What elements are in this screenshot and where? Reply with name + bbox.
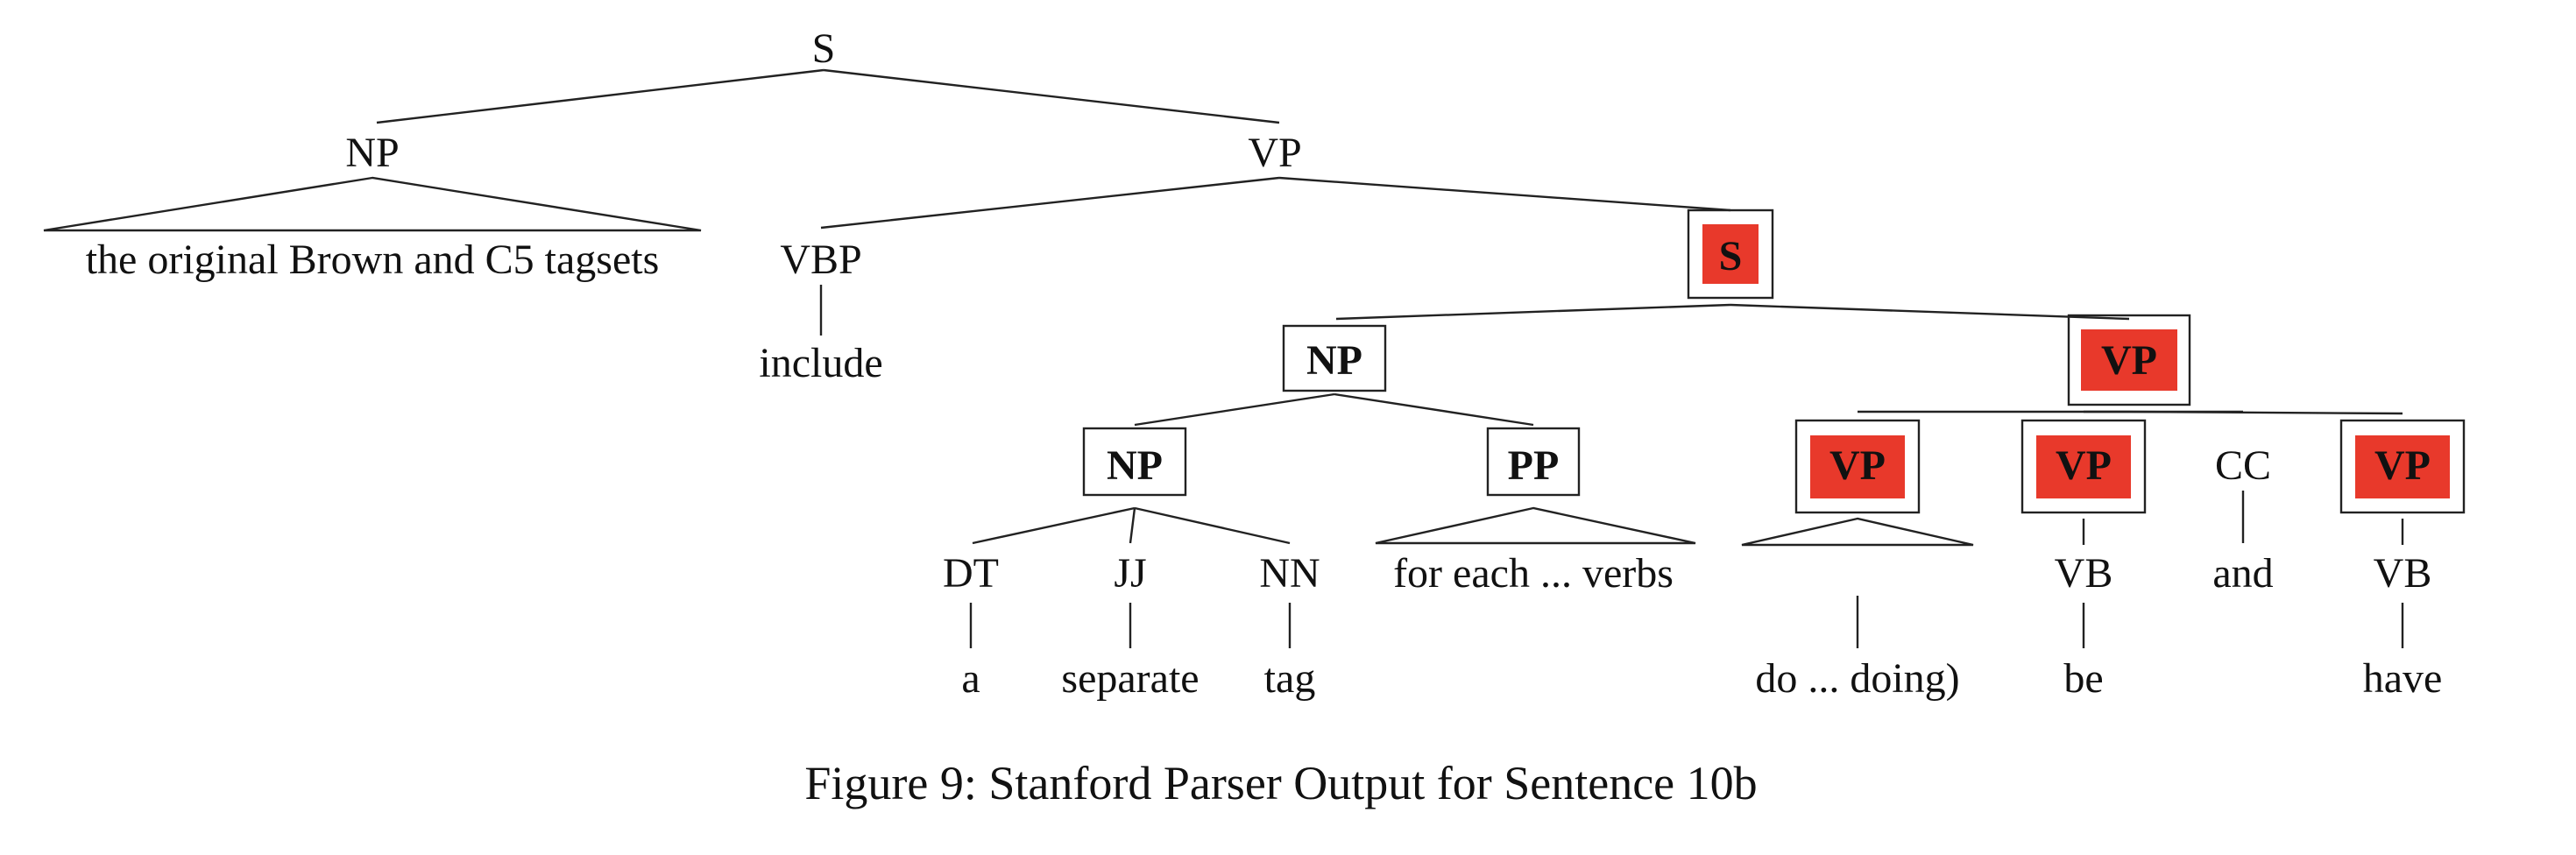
edge-np-jj: [1129, 507, 1136, 544]
box-np-inner: [1082, 427, 1187, 497]
box-np-object: [1282, 324, 1387, 392]
node-jj-leaf: separate: [1061, 655, 1199, 702]
node-s-embedded: S: [1719, 233, 1743, 279]
box-vp-do: [1794, 419, 1921, 514]
node-cc: CC: [2215, 442, 2271, 489]
edge-vpc-vphave: [2128, 410, 2403, 415]
node-vb-be: VB: [2055, 550, 2113, 597]
edge-vp-vbp: [820, 176, 1280, 230]
box-vp-have: [2339, 419, 2466, 514]
figure-caption: Figure 9: Stanford Parser Output for Sen…: [804, 757, 1757, 809]
edge-np-nn: [1134, 506, 1291, 545]
node-vp-do: VP: [1829, 442, 1886, 489]
edge-s-vp-coord: [1730, 303, 2130, 321]
node-boxes: [1082, 208, 2466, 514]
edge-np-dt: [972, 506, 1136, 545]
node-vp-do-leaf: do ... doing): [1755, 655, 1959, 702]
edge-np-pp: [1334, 392, 1534, 427]
node-dt-leaf: a: [961, 655, 980, 702]
triangle-pp: [1375, 506, 1696, 545]
node-np-subject: NP: [345, 130, 399, 176]
node-np-object: NP: [1306, 337, 1362, 384]
tree-edges: [43, 68, 2404, 648]
node-vb-have: VB: [2374, 550, 2432, 597]
fill-vp-be: [2036, 435, 2131, 498]
node-cc-leaf: and: [2212, 550, 2273, 597]
node-vbp: VBP: [780, 237, 861, 283]
node-vp-main: VP: [1248, 130, 1301, 176]
fill-vp-do: [1810, 435, 1905, 498]
triangle-vp-do: [1741, 517, 1974, 547]
node-s-root: S: [812, 25, 836, 72]
edge-s-np: [376, 68, 824, 124]
node-vp-have: VP: [2374, 442, 2431, 489]
node-pp-leaf: for each ... verbs: [1393, 550, 1674, 597]
triangle-np-subject: [43, 176, 702, 232]
node-pp: PP: [1508, 442, 1560, 489]
node-dt: DT: [943, 550, 999, 597]
fill-vp-have: [2355, 435, 2450, 498]
edge-vp-s: [1278, 176, 1731, 212]
node-labels: S NP the original Brown and C5 tagsets V…: [86, 25, 2443, 702]
node-vb-have-leaf: have: [2363, 655, 2443, 702]
node-vp-coord: VP: [2101, 337, 2157, 384]
node-nn-leaf: tag: [1264, 655, 1316, 702]
fill-s-embedded: [1702, 224, 1759, 284]
node-vp-be: VP: [2056, 442, 2112, 489]
box-vp-be: [2020, 419, 2147, 514]
node-nn: NN: [1259, 550, 1320, 597]
node-np-inner: NP: [1107, 442, 1163, 489]
box-pp: [1486, 427, 1581, 497]
edge-np-np-inner: [1134, 392, 1335, 427]
box-vp-coord: [2067, 314, 2191, 406]
fill-vp-coord: [2081, 329, 2177, 391]
edge-s-np-object: [1335, 303, 1731, 321]
node-vb-be-leaf: be: [2063, 655, 2103, 702]
node-np-subject-leaf: the original Brown and C5 tagsets: [86, 237, 660, 283]
node-vbp-leaf: include: [759, 340, 882, 386]
edge-s-vp: [823, 68, 1280, 124]
node-jj: JJ: [1114, 550, 1146, 597]
box-s-embedded: [1687, 208, 1774, 300]
